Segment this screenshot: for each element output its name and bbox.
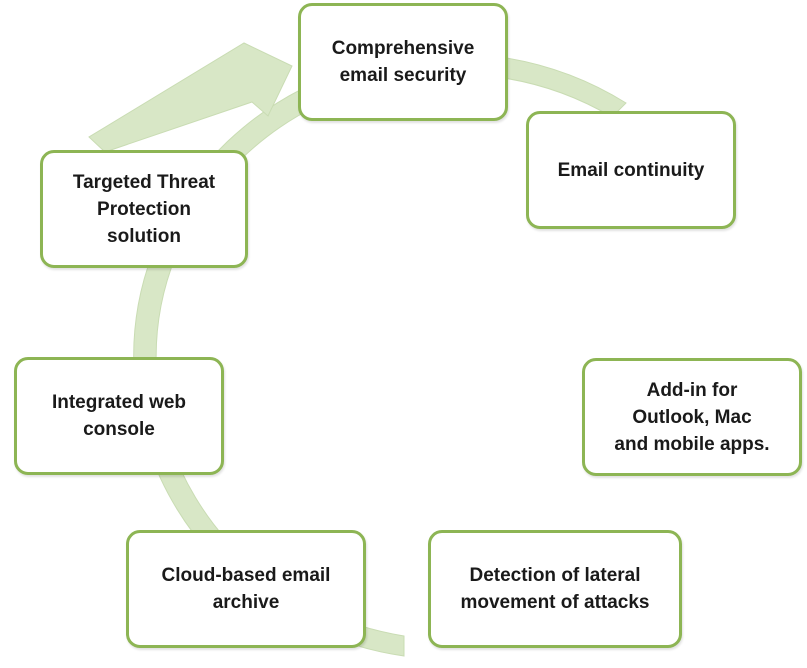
node-targeted-threat-protection: Targeted Threat Protection solution [40, 150, 248, 268]
node-integrated-web-console: Integrated web console [14, 357, 224, 475]
node-email-continuity: Email continuity [526, 111, 736, 229]
node-detection-lateral-movement: Detection of lateral movement of attacks [428, 530, 682, 648]
node-cloud-email-archive: Cloud-based email archive [126, 530, 366, 648]
node-add-in-for-outlook: Add-in for Outlook, Mac and mobile apps. [582, 358, 802, 476]
node-comprehensive-email-security: Comprehensive email security [298, 3, 508, 121]
ring-arrowhead [88, 42, 293, 153]
